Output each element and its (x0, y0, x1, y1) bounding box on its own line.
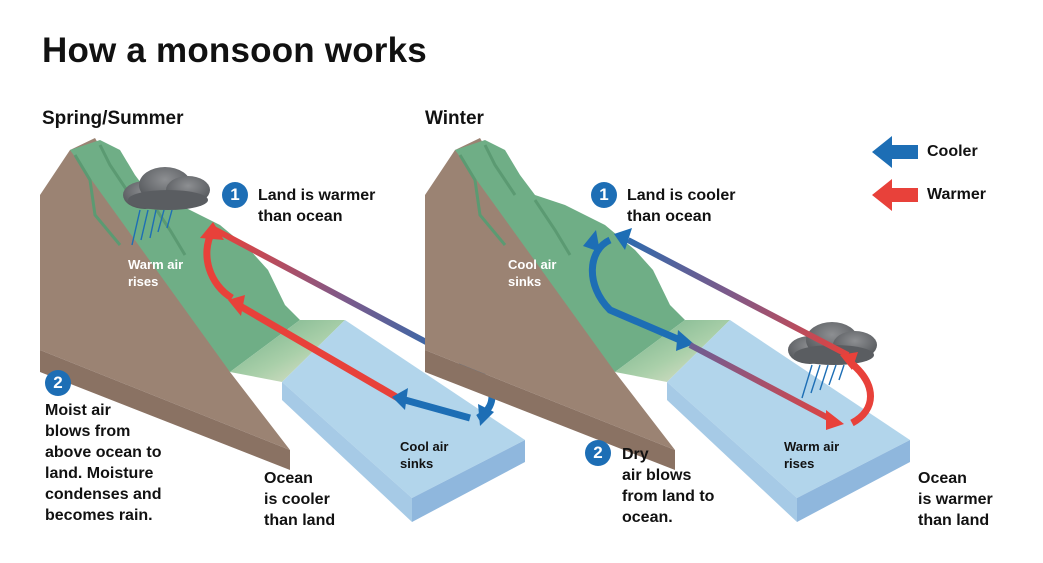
lower-airflow-arrowhead (826, 410, 844, 430)
legend-arrows (872, 136, 918, 211)
land-cliff-base (40, 350, 290, 470)
ocean-front-face (412, 440, 525, 522)
rain-streaks (131, 209, 173, 246)
warm-rising-loop (847, 359, 874, 427)
land-cliff (40, 138, 290, 450)
panel-heading-spring-summer: Spring/Summer (42, 108, 184, 129)
red-arrow-icon (872, 179, 918, 211)
shore-strip (230, 320, 345, 382)
step-2-text: Moist air blows from above ocean to land… (45, 402, 162, 524)
hill-ridges (73, 144, 187, 256)
page-title: How a monsoon works (42, 31, 427, 70)
land-cliff (425, 138, 675, 450)
ocean-side-face (282, 382, 412, 522)
rain-cloud (123, 167, 210, 210)
panel-heading-winter: Winter (425, 108, 484, 129)
ocean-return-arrow (404, 396, 471, 422)
step-2-text: Dry air blows from land to ocean. (622, 446, 715, 526)
land-air-label: Cool air sinks (508, 257, 557, 289)
land-air-label: Warm air rises (128, 257, 184, 289)
ocean-text: Ocean is cooler than land (264, 470, 336, 529)
ocean-return-arrowhead (392, 388, 408, 410)
ocean-air-label: Warm air rises (784, 439, 840, 471)
land-cliff-base (425, 350, 675, 470)
ocean-air-label: Cool air sinks (400, 439, 449, 471)
upper-airflow-arrowhead (614, 228, 632, 250)
rain-streaks (801, 364, 845, 399)
lower-airflow-arrowhead (228, 295, 245, 316)
step-1-text: Land is cooler than ocean (627, 187, 736, 225)
shore-strip (615, 320, 730, 382)
hill-ridges (458, 144, 572, 256)
warm-rising-loop (203, 230, 234, 302)
blue-arrow-icon (872, 136, 918, 168)
warm-rising-arrowhead (840, 352, 858, 370)
lower-airflow-arrow (688, 342, 834, 423)
warm-rising-arrowhead (200, 222, 224, 240)
upper-airflow-arrow (626, 237, 850, 358)
ocean-text: Ocean is warmer than land (918, 470, 993, 529)
step-1-badge: 1 (222, 182, 248, 208)
lower-airflow-arrow (238, 302, 400, 402)
cool-sinking-loop (588, 236, 682, 344)
step-1-text: Land is warmer than ocean (258, 187, 376, 225)
step-2-badge: 2 (45, 370, 71, 396)
step-2-badge: 2 (585, 440, 611, 466)
step-1-badge: 1 (591, 182, 617, 208)
cool-sinking-arrowhead (478, 404, 494, 426)
ocean-front-face (797, 440, 910, 522)
land-outflow-arrowhead (676, 330, 694, 351)
ocean-side-face (667, 382, 797, 522)
legend-label-cooler: Cooler (927, 143, 978, 160)
legend-label-warmer: Warmer (927, 186, 986, 203)
cool-sinking-arrowhead (583, 230, 600, 252)
winter-panel (425, 138, 910, 522)
